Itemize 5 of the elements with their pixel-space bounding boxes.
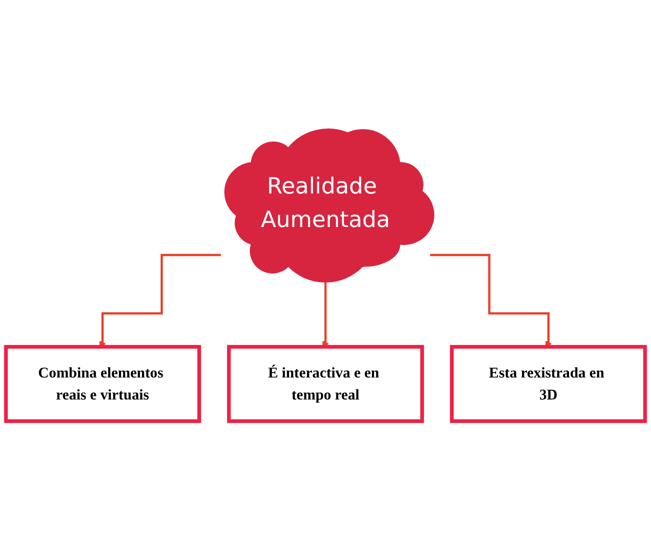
node-box: Esta rexistrada en 3D [450,344,647,423]
node-box: É interactiva e en tempo real [227,344,424,423]
arrow [430,254,552,348]
arrow [99,254,221,348]
node-box: Combina elementos reais e virtuais [4,344,202,423]
